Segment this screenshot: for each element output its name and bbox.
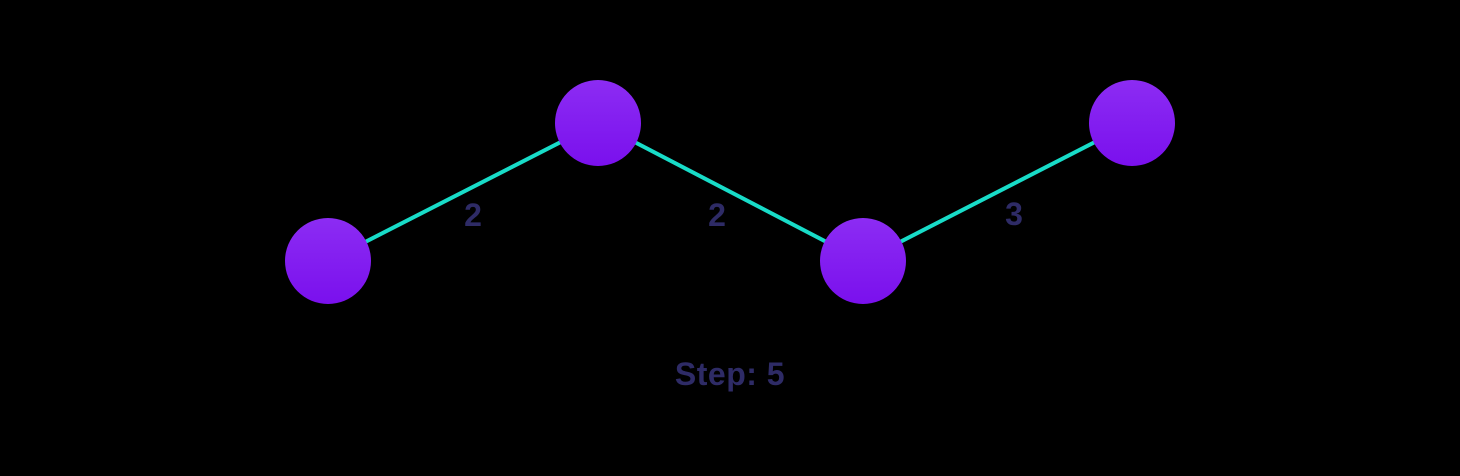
graph-node: [555, 80, 641, 166]
edge-weight-label: 2: [464, 197, 482, 233]
graph-node: [285, 218, 371, 304]
graph-edge: [597, 121, 864, 263]
step-counter: Step: 5: [674, 356, 786, 392]
edge-weight-label: 2: [708, 197, 726, 233]
graph-node: [820, 218, 906, 304]
graph-edge: [327, 121, 599, 263]
graph-node: [1089, 80, 1175, 166]
edge-weight-label: 3: [1005, 196, 1023, 232]
graph-edge: [862, 121, 1133, 263]
